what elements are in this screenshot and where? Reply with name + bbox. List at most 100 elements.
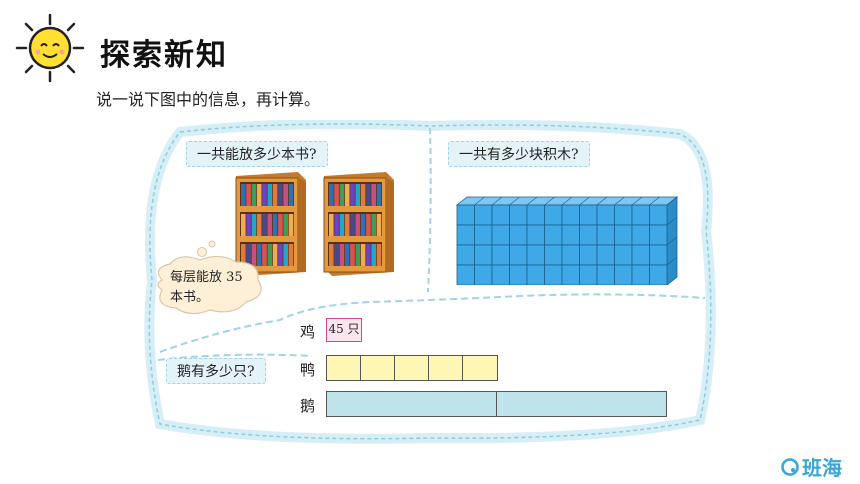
block [544, 244, 563, 266]
book [256, 184, 262, 206]
block [561, 224, 580, 246]
block-edge [666, 216, 678, 226]
book [371, 214, 376, 236]
duck-bar [326, 355, 498, 381]
block [579, 264, 598, 285]
duck-bar-segment [361, 356, 395, 380]
block [491, 264, 510, 285]
book [350, 244, 355, 266]
book [246, 184, 251, 206]
block-edge [579, 196, 590, 206]
book [344, 244, 350, 266]
block-edge [509, 196, 520, 206]
block [631, 224, 650, 246]
shelf-side [386, 178, 394, 272]
block [509, 244, 528, 266]
book [262, 214, 267, 236]
block [579, 224, 598, 246]
block [474, 204, 493, 226]
block [649, 204, 668, 226]
book [267, 244, 273, 266]
book [246, 214, 251, 236]
bookshelf-image [323, 172, 394, 276]
block-edge [491, 196, 503, 206]
book [272, 184, 278, 206]
book [272, 244, 278, 266]
book [251, 214, 257, 236]
book [366, 184, 371, 206]
block-edge [474, 196, 485, 206]
block-edge [596, 196, 608, 206]
block [561, 264, 580, 285]
block [491, 224, 510, 246]
block [561, 204, 580, 226]
block [509, 224, 528, 246]
block [526, 204, 545, 226]
block [456, 264, 475, 285]
block [649, 264, 668, 285]
block [579, 244, 598, 266]
block-edge [544, 196, 555, 206]
block [456, 224, 475, 246]
block-edge [666, 236, 678, 246]
block [579, 204, 598, 226]
block [456, 204, 475, 226]
block [491, 244, 510, 266]
block [631, 264, 650, 285]
book [344, 184, 350, 206]
book [262, 244, 267, 266]
block [596, 224, 615, 246]
goose-bar-segment [327, 392, 497, 416]
book [283, 214, 288, 236]
page-title: 探索新知 [100, 38, 228, 73]
book [288, 184, 294, 206]
blocks-image [455, 196, 679, 285]
book [251, 244, 257, 266]
book [278, 244, 283, 266]
thought-bubble [157, 240, 262, 315]
block-edge [649, 196, 660, 206]
book [241, 184, 246, 206]
block-edge [561, 196, 573, 206]
book [355, 214, 361, 236]
book [283, 184, 288, 206]
block [526, 264, 545, 285]
birds-question-label: 鹅有多少只? [166, 358, 266, 384]
block-edge [526, 196, 538, 206]
book [329, 214, 334, 236]
logo-text: 班海 [802, 456, 842, 480]
book [366, 244, 371, 266]
instruction-text: 说一说下图中的信息，再计算。 [96, 90, 321, 109]
book [376, 184, 382, 206]
book [339, 214, 345, 236]
block [614, 204, 633, 226]
book [376, 244, 382, 266]
duck-bar-segment [327, 356, 361, 380]
book [350, 214, 355, 236]
book [329, 244, 334, 266]
block [509, 264, 528, 285]
block [526, 244, 545, 266]
block [544, 224, 563, 246]
book [360, 184, 366, 206]
book [267, 214, 273, 236]
book [283, 244, 288, 266]
block-edge [614, 196, 625, 206]
book [344, 214, 350, 236]
book [278, 184, 283, 206]
shelf-board [238, 266, 296, 270]
bubble-line: 每层能放 35 [170, 270, 243, 285]
block [474, 244, 493, 266]
chicken-bar: 45 只 [326, 318, 362, 342]
book [339, 244, 345, 266]
block [614, 244, 633, 266]
block-edge [631, 196, 643, 206]
block-edge [666, 256, 678, 266]
block [526, 224, 545, 246]
logo-icon [781, 457, 799, 476]
book [355, 244, 361, 266]
book [288, 244, 294, 266]
book [246, 244, 251, 266]
block [474, 264, 493, 285]
brand-logo: 班海 [780, 452, 842, 481]
